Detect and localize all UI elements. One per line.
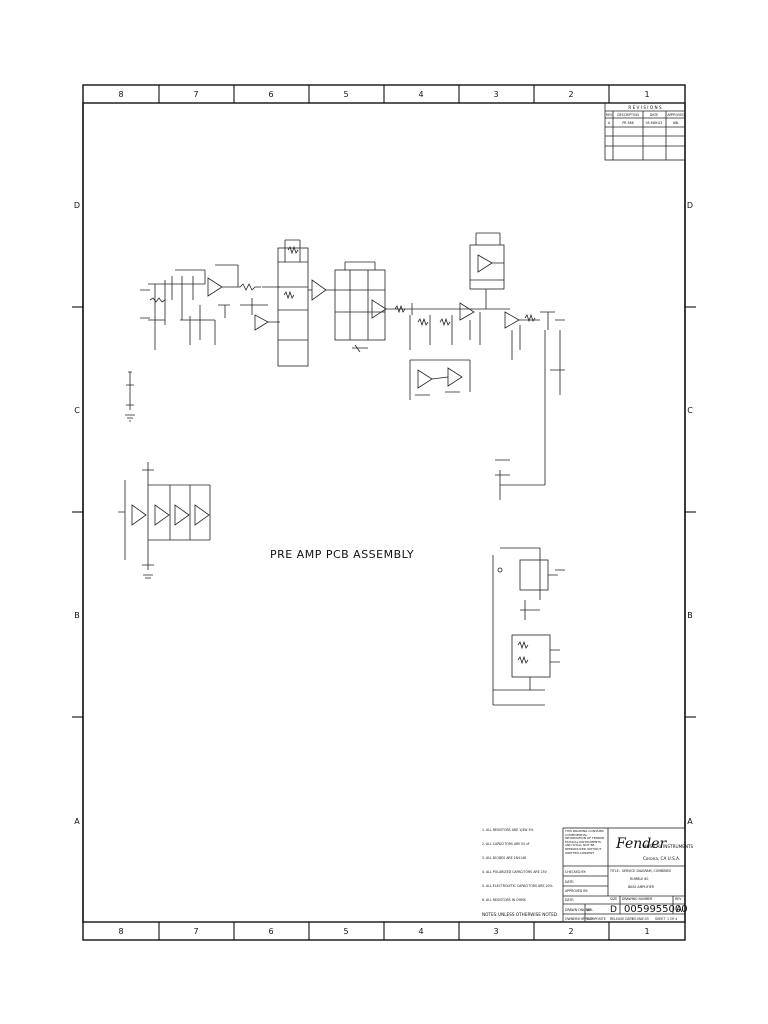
- company-logo: Fender: [615, 836, 667, 852]
- zone-col-3-bottom: 3: [493, 927, 498, 936]
- rev-row-approved: ABL: [673, 121, 679, 125]
- size-value: D: [610, 905, 617, 915]
- checked-by-label: CHECKED BY:: [565, 870, 586, 874]
- zone-col-6-bottom: 6: [268, 927, 273, 936]
- note-line-4: 4. ALL POLARIZED CAPACITORS ARE 25V: [482, 870, 548, 874]
- company-name: MUSICAL INSTRUMENTS: [643, 844, 694, 849]
- title-line-1: SERVICE DIAGRAM, COMBINED: [622, 869, 671, 873]
- rev-header-approved: APPROVED: [667, 113, 685, 117]
- zone-col-7-bottom: 7: [193, 927, 198, 936]
- approved-by-label: APPROVED BY:: [565, 889, 588, 893]
- notes-block: 1. ALL RESISTORS ARE 1/4W 5% 2. ALL CAPA…: [482, 828, 557, 917]
- release-label: RELEASE DATE: [610, 917, 634, 921]
- input-jack-symbol: [125, 371, 135, 422]
- outer-frame: [82, 84, 686, 941]
- speaker-output-section: [492, 547, 565, 706]
- preamp-signal-chain: [140, 232, 565, 500]
- zone-col-8: 8: [118, 90, 123, 99]
- zone-col-5-bottom: 5: [343, 927, 348, 936]
- cad-label: OWNERSHIP FILE: [565, 917, 592, 921]
- title-block: THIS DRAWING CONTAINS CONFIDENTIAL INFOR…: [562, 827, 694, 923]
- zone-row-c-left: C: [74, 406, 80, 415]
- power-supply-block: [118, 462, 211, 579]
- note-line-5: 5. ALL ELECTROLYTIC CAPACITORS ARE 20%: [482, 884, 553, 888]
- note-line-1: 1. ALL RESISTORS ARE 1/4W 5%: [482, 828, 534, 832]
- assembly-label: PRE AMP PCB ASSEMBLY: [270, 548, 414, 561]
- column-labels-bottom: 8 7 6 5 4 3 2 1: [118, 927, 649, 936]
- confidentiality-notice: THIS DRAWING CONTAINS CONFIDENTIAL INFOR…: [565, 830, 605, 855]
- drawing-border: [82, 102, 686, 923]
- zone-col-6: 6: [268, 90, 273, 99]
- zone-row-d-right: D: [687, 201, 693, 210]
- rev-row-description: PR 586: [622, 121, 633, 125]
- date-label: DATE:: [565, 880, 574, 884]
- title-line-2: RUMBLE 60: [630, 877, 648, 881]
- zone-dividers: [72, 85, 696, 940]
- drawing-number: 0059955000: [624, 904, 688, 915]
- zone-col-2: 2: [568, 90, 573, 99]
- rev-row-date: 05-MAY-03: [646, 121, 663, 125]
- rev-value: A: [676, 905, 683, 915]
- rev-header-rev: REV: [606, 113, 613, 117]
- zone-col-1-bottom: 1: [644, 927, 649, 936]
- size-label: SIZE: [610, 897, 617, 901]
- zone-row-b-left: B: [74, 611, 80, 620]
- company-location: Corona, CA U.S.A.: [643, 856, 680, 861]
- drawn-by: ABL: [587, 908, 593, 912]
- column-labels-top: 8 7 6 5 4 3 2 1: [118, 90, 649, 99]
- revisions-title: R E V I S I O N S: [628, 105, 662, 110]
- zone-col-2-bottom: 2: [568, 927, 573, 936]
- rev-header-date: DATE: [650, 113, 658, 117]
- sheet-value: 1 OF 4: [667, 917, 677, 921]
- zone-col-7: 7: [193, 90, 198, 99]
- drawing-number-label: DRAWING NUMBER: [622, 897, 653, 901]
- zone-col-4-bottom: 4: [418, 927, 423, 936]
- note-line-6: 6. ALL RESISTORS IN OHMS: [482, 898, 526, 902]
- rev-label: REV: [675, 897, 682, 901]
- title-label: TITLE:: [609, 869, 620, 873]
- title-line-3: BASS AMPLIFIER: [628, 885, 655, 889]
- row-labels: D C B A D C B A: [74, 201, 693, 826]
- zone-col-5: 5: [343, 90, 348, 99]
- zone-col-3: 3: [493, 90, 498, 99]
- notes-subtitle: UNLESS OTHERWISE NOTED: [498, 912, 557, 917]
- zone-row-d-left: D: [74, 201, 80, 210]
- zone-row-b-right: B: [687, 611, 693, 620]
- rev-header-description: DESCRIPTION: [617, 113, 639, 117]
- revisions-block: R E V I S I O N S REV DESCRIPTION DATE A…: [604, 102, 686, 161]
- zone-col-4: 4: [418, 90, 423, 99]
- zone-col-1: 1: [644, 90, 649, 99]
- drawn-label: DRAWN ONLINE: [565, 908, 590, 912]
- zone-row-c-right: C: [687, 406, 693, 415]
- zone-row-a-left: A: [74, 817, 80, 826]
- date2-label: DATE:: [565, 898, 574, 902]
- notes-title: NOTES:: [482, 912, 498, 917]
- cad-value: COMPOSITE: [587, 917, 606, 921]
- zone-col-8-bottom: 8: [118, 927, 123, 936]
- rev-row-rev: A: [608, 121, 611, 125]
- release-date: 05-MAY-03: [632, 917, 649, 921]
- note-line-3: 3. ALL DIODES ARE 1N4148: [482, 856, 526, 860]
- sheet-label: SHEET: [655, 917, 665, 921]
- zone-row-a-right: A: [687, 817, 693, 826]
- note-line-2: 2. ALL CAPACITORS ARE IN uF: [482, 842, 530, 846]
